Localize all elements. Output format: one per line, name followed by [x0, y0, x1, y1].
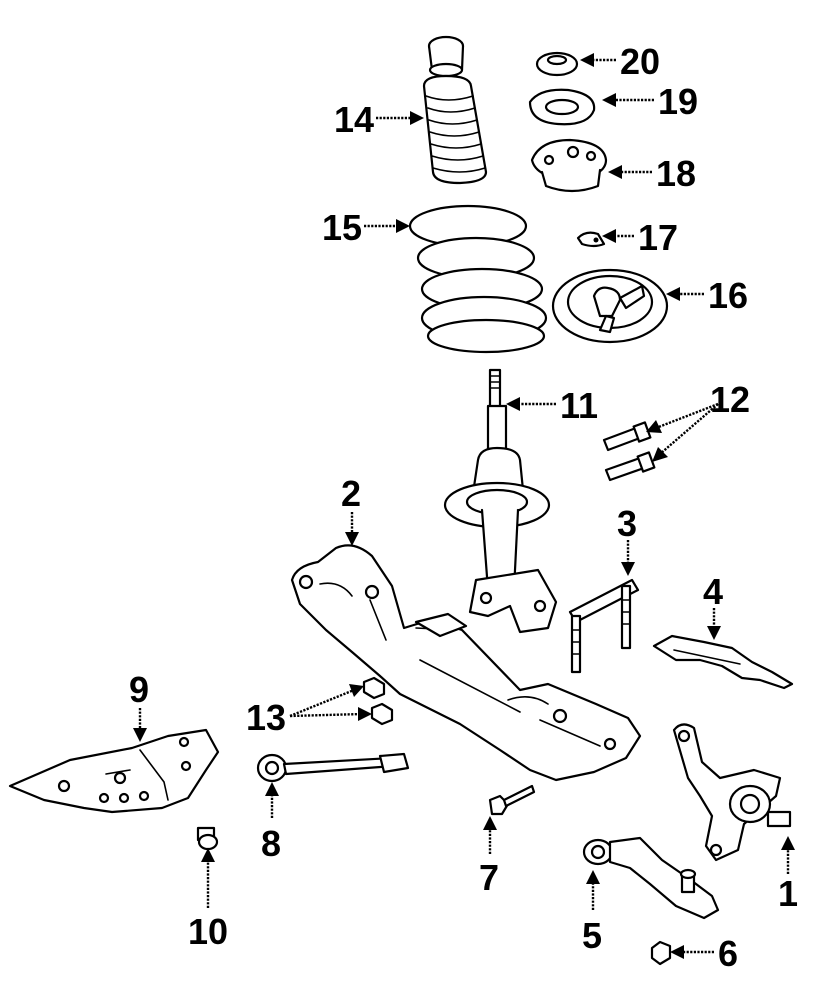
part-4-splash-shield[interactable] — [652, 634, 794, 690]
callout-6: 6 — [718, 933, 738, 974]
callout-4: 4 — [703, 571, 723, 612]
part-14-dust-boot[interactable] — [422, 35, 488, 185]
callout-13: 13 — [246, 697, 286, 738]
callout-15: 15 — [322, 207, 362, 248]
callout-17: 17 — [638, 217, 678, 258]
callout-18: 18 — [656, 153, 696, 194]
callout-numbers: 1 2 3 4 5 6 7 8 9 10 11 12 13 14 15 16 1… — [129, 41, 798, 974]
callout-9: 9 — [129, 669, 149, 710]
callout-10: 10 — [188, 911, 228, 952]
callout-leaders — [133, 53, 795, 959]
callout-16: 16 — [708, 275, 748, 316]
part-18-strut-mount[interactable] — [530, 138, 608, 193]
part-15-coil-spring[interactable] — [408, 204, 548, 354]
part-20-bearing[interactable] — [535, 51, 579, 77]
part-2-crossmember[interactable] — [290, 544, 642, 782]
part-17-clip[interactable] — [576, 231, 606, 248]
callout-3: 3 — [617, 503, 637, 544]
callout-11: 11 — [560, 385, 598, 426]
callout-12: 12 — [710, 379, 750, 420]
callout-2: 2 — [341, 473, 361, 514]
part-9-plate[interactable] — [8, 728, 220, 814]
callout-7: 7 — [479, 857, 499, 898]
part-6-nut[interactable] — [650, 940, 672, 966]
callout-5: 5 — [582, 915, 602, 956]
callout-20: 20 — [620, 41, 660, 82]
part-10-bolt[interactable] — [196, 826, 219, 851]
part-7-bolt[interactable] — [488, 784, 536, 816]
callout-19: 19 — [658, 81, 698, 122]
part-1-steering-knuckle[interactable] — [672, 723, 792, 862]
part-13-bushings[interactable] — [362, 676, 394, 726]
part-12-bolts[interactable] — [602, 421, 656, 482]
part-16-spring-seat[interactable] — [551, 268, 669, 344]
callout-14: 14 — [334, 99, 374, 140]
part-5-lower-control-arm[interactable] — [582, 836, 720, 920]
part-19-mount-plate[interactable] — [528, 88, 596, 126]
part-11-strut-assembly[interactable] — [443, 368, 558, 634]
callout-1: 1 — [778, 873, 798, 914]
callout-8: 8 — [261, 823, 281, 864]
part-8-strut-rod[interactable] — [256, 752, 410, 783]
part-3-link[interactable] — [568, 578, 640, 674]
